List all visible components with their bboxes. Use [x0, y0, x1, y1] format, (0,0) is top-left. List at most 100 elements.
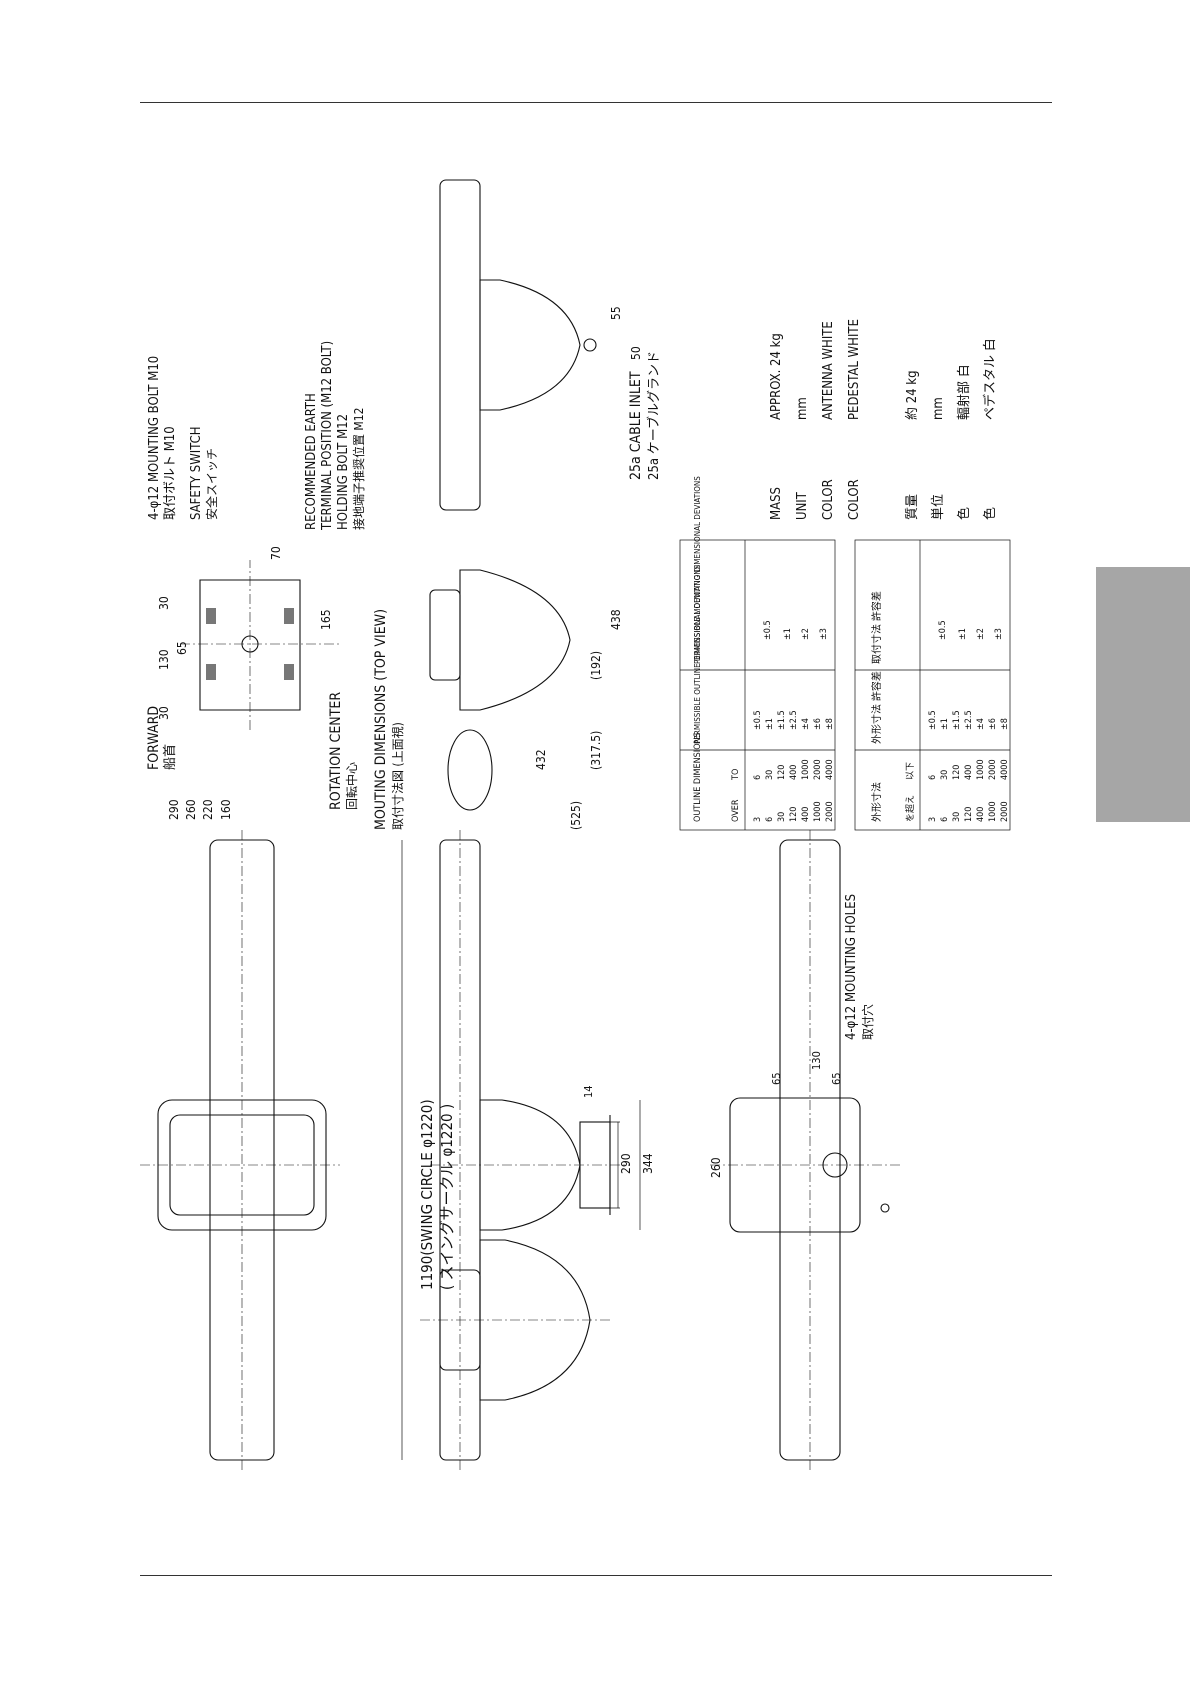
tolerance-table-en: OUTLINE DIMENSIONS OVER TO PERMISSIBLE O… — [679, 476, 836, 831]
table-en-r4-a: 400 — [801, 807, 811, 822]
table-jp-h-perm-mount: 取付寸法 許容差 — [870, 591, 883, 664]
table-jp-h-to: 以下 — [906, 762, 916, 780]
table-jp-r2-c: ±1.5 — [952, 710, 962, 730]
table-jp-r0-b: 6 — [928, 775, 938, 780]
spec-label-5: 単位 — [930, 494, 946, 520]
holding-bolt-label: HOLDING BOLT M12 — [336, 414, 351, 530]
table-jp-r4-c: ±4 — [976, 718, 986, 730]
table-jp-m2: ±2 — [976, 628, 986, 640]
table-en-r1-c: ±1 — [765, 718, 775, 730]
spec-value-6: 輻射部 白 — [956, 364, 972, 420]
spec-value-5: mm — [931, 397, 946, 420]
table-en-r6-b: 4000 — [825, 759, 835, 780]
mounting-bolt-label: 4-φ12 MOUNTING BOLT M10 — [147, 356, 162, 520]
table-jp-r0-c: ±0.5 — [928, 710, 938, 730]
earth-label-jp: 接地端子推奨位置 M12 — [351, 408, 366, 530]
dim-192: (192) — [589, 651, 603, 680]
table-jp-r0-a: 3 — [928, 817, 938, 822]
cable-inlet-label-jp: 25a ケーブルグランド — [646, 351, 662, 480]
table-en-m1: ±1 — [783, 628, 793, 640]
table-en-m0: ±0.5 — [763, 620, 773, 640]
dim-438: 438 — [609, 609, 623, 630]
pedestal-view — [420, 1239, 610, 1401]
table-jp-r3-b: 400 — [964, 765, 974, 780]
table-jp-h-outline: 外形寸法 — [870, 782, 883, 822]
table-jp-m0: ±0.5 — [938, 620, 948, 640]
table-jp-r1-c: ±1 — [940, 718, 950, 730]
spec-value-1: mm — [795, 397, 810, 420]
cable-inlet-label: 25a CABLE INLET — [628, 371, 644, 480]
table-jp-r5-b: 2000 — [988, 759, 998, 780]
table-en-r5-c: ±6 — [813, 718, 823, 730]
table-jp-r4-a: 400 — [976, 807, 986, 822]
table-jp-h-perm-outline: 外形寸法 許容差 — [870, 671, 883, 744]
dim-65b: 65 — [830, 1072, 843, 1085]
safety-switch-label: SAFETY SWITCH — [189, 426, 204, 520]
mounting-bolt-label-jp: 取付ボルト M10 — [163, 426, 178, 520]
earth-label-1: RECOMMENDED EARTH — [304, 393, 319, 530]
mounting-holes-label-jp: 取付穴 — [860, 1004, 875, 1040]
dim-30b: 30 — [157, 596, 171, 610]
table-en-h-outline: OUTLINE DIMENSIONS — [693, 732, 703, 822]
antenna-bottom-view: 260 130 65 65 4-φ12 MOUNTING HOLES 取付穴 — [709, 830, 900, 1470]
swing-circle-label: 1190(SWING CIRCLE φ1220) — [418, 1099, 436, 1290]
dim-50: 50 — [629, 346, 643, 360]
spec-value-0: APPROX. 24 kg — [769, 333, 784, 420]
spec-value-4: 約 24 kg — [905, 370, 920, 420]
table-en-r3-a: 120 — [789, 807, 799, 822]
dim-290b: 290 — [619, 1153, 633, 1174]
table-en-r5-a: 1000 — [813, 801, 823, 822]
dim-165: 165 — [319, 609, 333, 630]
outline-drawing: 290 344 14 1190(SWING CIRCLE φ1220) ( スイ… — [140, 179, 1011, 1470]
table-en-r3-c: ±2.5 — [789, 710, 799, 730]
swing-circle-label-jp: ( スイングサークル φ1220 ) — [438, 1104, 456, 1290]
table-jp-h-over: を超え — [904, 795, 916, 822]
table-en-r2-a: 30 — [777, 812, 787, 822]
dim-30a: 30 — [157, 706, 171, 720]
table-jp-r1-b: 30 — [940, 770, 950, 780]
dim-344: 344 — [641, 1153, 655, 1174]
dim-65: 65 — [175, 641, 189, 655]
table-en-r4-c: ±4 — [801, 718, 811, 730]
top-view-label-jp: 取付寸法図 (上面視) — [390, 722, 405, 830]
dim-55: 55 — [609, 306, 623, 320]
forward-label-jp: 船首 — [163, 744, 178, 770]
dim-290: 290 — [167, 799, 181, 820]
dim-130b: 130 — [810, 1051, 823, 1070]
table-en-r0-b: 6 — [753, 775, 763, 780]
table-jp-m3: ±3 — [994, 628, 1004, 640]
spec-label-2: COLOR — [821, 479, 836, 520]
spec-label-7: 色 — [982, 507, 998, 520]
table-jp-r4-b: 1000 — [976, 759, 986, 780]
dim-160: 160 — [219, 799, 233, 820]
rotation-center-label: ROTATION CENTER — [328, 692, 344, 810]
top-view-label: MOUTING DIMENSIONS (TOP VIEW) — [373, 609, 389, 830]
antenna-front-view — [140, 830, 340, 1470]
table-en-m3: ±3 — [819, 628, 829, 640]
table-en-r6-c: ±8 — [825, 718, 835, 730]
table-en-r2-c: ±1.5 — [777, 710, 787, 730]
spec-value-2: ANTENNA WHITE — [821, 321, 836, 420]
earth-label-2: TERMINAL POSITION (M12 BOLT) — [320, 341, 335, 531]
table-en-r0-c: ±0.5 — [753, 710, 763, 730]
header-rule — [140, 102, 1052, 103]
dim-260b: 260 — [709, 1157, 723, 1178]
dim-65a: 65 — [770, 1072, 783, 1085]
footer-rule — [140, 1575, 1052, 1576]
spec-block: MASS APPROX. 24 kg UNIT mm COLOR ANTENNA… — [769, 319, 998, 520]
table-jp-r6-a: 2000 — [1000, 801, 1010, 822]
mounting-holes-label: 4-φ12 MOUNTING HOLES — [844, 894, 859, 1040]
table-jp-r1-a: 6 — [940, 817, 950, 822]
table-en-r5-b: 2000 — [813, 759, 823, 780]
table-en-r4-b: 1000 — [801, 759, 811, 780]
table-jp-r2-a: 30 — [952, 812, 962, 822]
spec-label-3: COLOR — [847, 479, 862, 520]
table-en-r3-b: 400 — [789, 765, 799, 780]
cable-side-view — [439, 179, 597, 511]
rotation-center-label-jp: 回転中心 — [344, 762, 359, 810]
spec-value-3: PEDESTAL WHITE — [847, 319, 862, 420]
dim-260: 260 — [184, 799, 198, 820]
table-en-r1-b: 30 — [765, 770, 775, 780]
spec-label-6: 色 — [956, 507, 972, 520]
dim-317: (317.5) — [589, 731, 603, 770]
